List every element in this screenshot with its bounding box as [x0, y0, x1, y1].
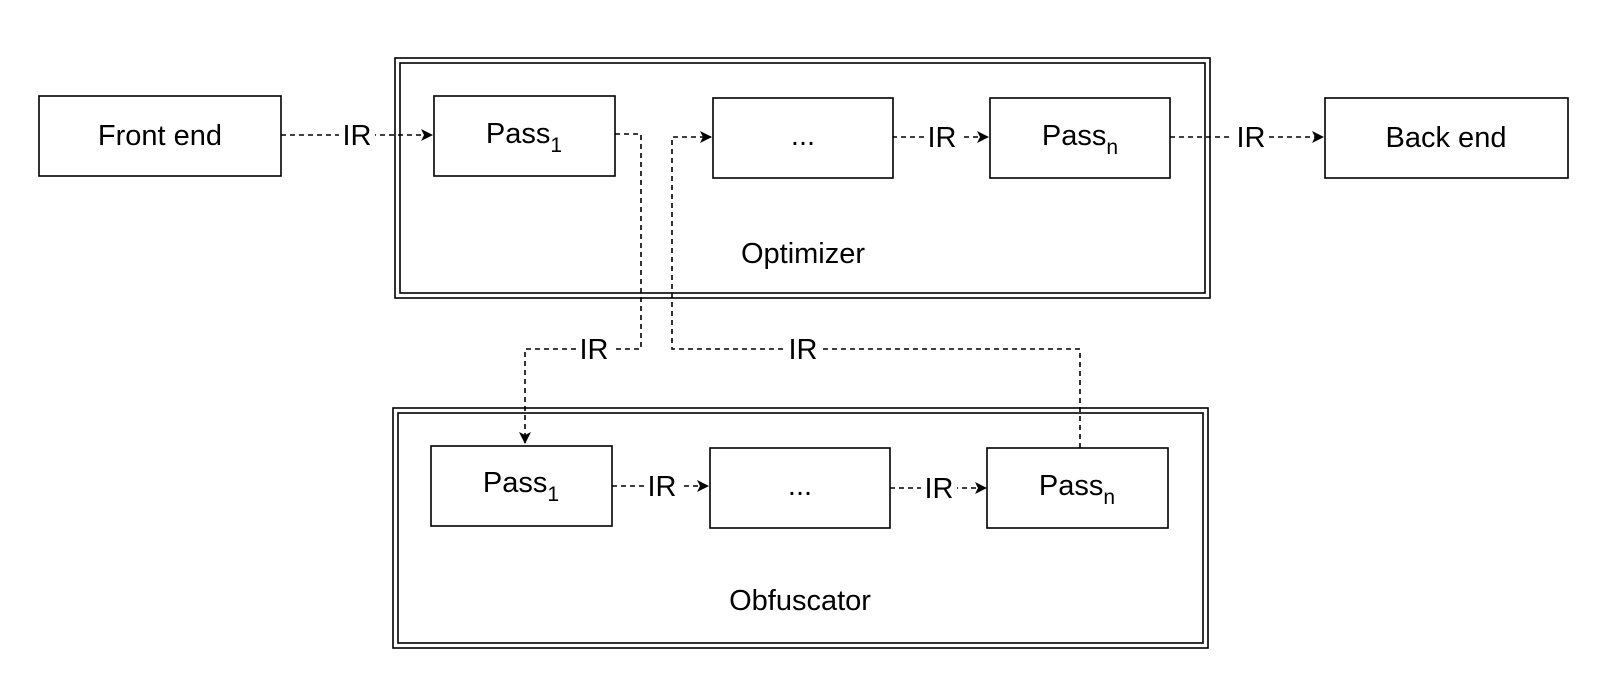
obfuscator-pass-n-base: Pass — [1039, 470, 1103, 502]
node-front-end: Front end — [38, 95, 282, 177]
obfuscator-pass-1-label: Pass1 — [483, 467, 559, 506]
optimizer-border-inner — [399, 62, 1206, 294]
edges — [281, 129, 1324, 494]
edge-obf-passn-to-opt-ellipsis — [671, 131, 1081, 448]
obfuscator-ellipsis-label: ... — [788, 470, 812, 502]
edge-label-front-to-pass1: IR — [343, 120, 372, 152]
optimizer-pass-1-sub: 1 — [550, 134, 562, 157]
obfuscator-pass-n-label: Passn — [1039, 470, 1115, 509]
obfuscator-label: Obfuscator — [729, 585, 871, 617]
optimizer-group: Optimizer — [394, 57, 1211, 299]
node-optimizer-pass-1: Pass1 — [433, 95, 616, 177]
edge-label-obf-to-opt: IR — [789, 334, 818, 366]
obfuscator-pass-n-sub: n — [1103, 486, 1115, 509]
node-back-end: Back end — [1324, 97, 1569, 179]
optimizer-pass-1-label: Pass1 — [486, 118, 562, 157]
node-obfuscator-pass-1: Pass1 — [430, 445, 613, 527]
edge-label-opt-pass1-to-obf: IR — [580, 334, 609, 366]
back-end-label: Back end — [1386, 122, 1507, 154]
edge-label-passn-to-back: IR — [1237, 122, 1266, 154]
edge-opt-pass1-to-obf-pass1 — [519, 133, 642, 444]
optimizer-pass-1-base: Pass — [486, 118, 550, 150]
obfuscator-pass-1-sub: 1 — [547, 483, 559, 506]
obfuscator-group: Obfuscator — [392, 407, 1209, 649]
node-obfuscator-ellipsis: ... — [709, 447, 891, 529]
front-end-label: Front end — [98, 120, 222, 152]
obfuscator-border-inner — [397, 412, 1204, 644]
obfuscator-border-outer — [392, 407, 1209, 649]
node-optimizer-ellipsis: ... — [712, 97, 894, 179]
node-optimizer-pass-n: Passn — [989, 97, 1171, 179]
edge-labels: IR IR IR IR IR IR IR — [339, 118, 1269, 505]
optimizer-pass-n-label: Passn — [1042, 120, 1118, 159]
optimizer-pass-n-sub: n — [1106, 136, 1118, 159]
edge-label-obf-pass1-to-ellipsis: IR — [648, 471, 677, 503]
edge-label-opt-ellipsis-to-passn: IR — [928, 122, 957, 154]
optimizer-label: Optimizer — [741, 238, 865, 270]
edge-label-obf-ellipsis-to-passn: IR — [925, 473, 954, 505]
optimizer-ellipsis-label: ... — [791, 120, 815, 152]
node-obfuscator-pass-n: Passn — [986, 447, 1169, 529]
optimizer-border-outer — [394, 57, 1211, 299]
optimizer-pass-n-base: Pass — [1042, 120, 1106, 152]
obfuscator-pass-1-base: Pass — [483, 467, 547, 499]
